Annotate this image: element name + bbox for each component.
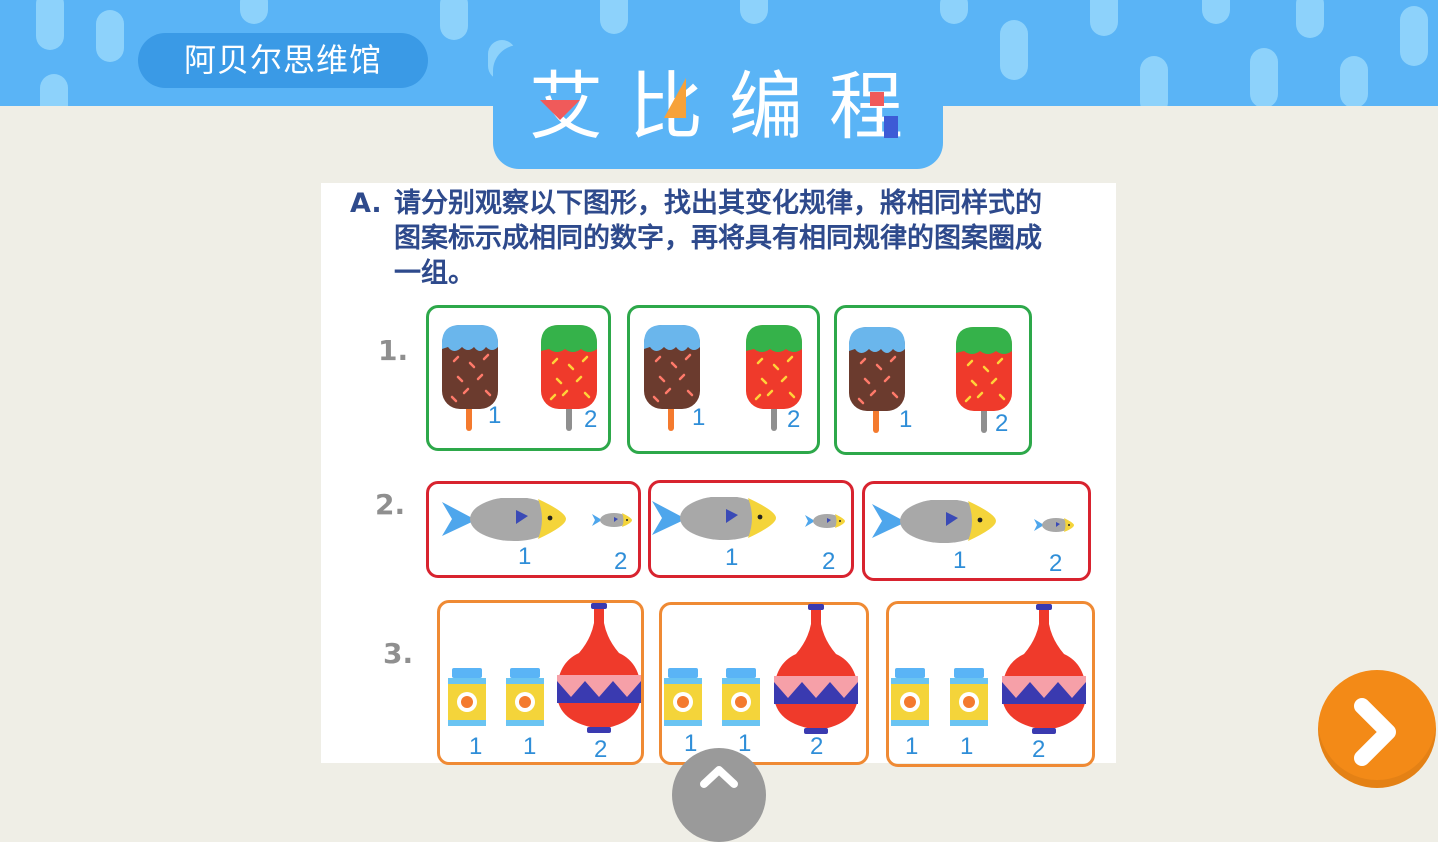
answer-number: 1 — [905, 733, 919, 760]
fish-icon — [805, 514, 845, 528]
bubble-decor — [1296, 0, 1324, 38]
answer-number: 2 — [614, 548, 628, 575]
bubble-decor — [1090, 0, 1118, 36]
vase-icon — [774, 604, 858, 734]
bubble-decor — [96, 10, 124, 62]
answer-number: 2 — [995, 410, 1009, 437]
answer-number: 1 — [692, 404, 706, 431]
group-box[interactable] — [659, 602, 869, 765]
answer-number: 2 — [1032, 736, 1046, 763]
answer-number: 1 — [488, 402, 502, 429]
answer-number: 2 — [810, 733, 824, 760]
title-decor-square — [870, 92, 884, 106]
worksheet — [321, 183, 1116, 763]
chevron-up-icon — [700, 766, 738, 788]
answer-number: 1 — [725, 544, 739, 571]
group-box[interactable] — [862, 481, 1091, 581]
scroll-up-button[interactable] — [672, 748, 766, 842]
bubble-decor — [1250, 48, 1278, 106]
fish-icon — [1034, 518, 1074, 532]
answer-number: 2 — [584, 406, 598, 433]
answer-number: 2 — [594, 736, 608, 763]
group-box[interactable] — [437, 600, 644, 765]
fish-icon — [872, 500, 996, 543]
answer-number: 1 — [960, 733, 974, 760]
answer-number: 1 — [953, 547, 967, 574]
group-box[interactable] — [627, 305, 820, 454]
title-decor-triangle — [540, 100, 580, 120]
title-decor-triangle — [664, 78, 686, 118]
title-banner: 艾比编程 — [493, 45, 943, 169]
answer-number: 1 — [518, 543, 532, 570]
group-box[interactable] — [426, 481, 641, 578]
bubble-decor — [1400, 6, 1428, 66]
group-box[interactable] — [834, 305, 1032, 455]
bubble-decor — [1202, 0, 1230, 24]
bubble-decor — [40, 74, 68, 106]
bubble-decor — [36, 0, 64, 50]
page-title: 艾比编程 — [529, 64, 929, 150]
group-box[interactable] — [648, 480, 854, 578]
vase-icon — [1002, 604, 1086, 734]
brand-label: 阿贝尔思维馆 — [138, 33, 428, 88]
group-box[interactable] — [426, 305, 611, 451]
answer-number: 1 — [899, 406, 913, 433]
bubble-decor — [1140, 56, 1168, 106]
bottle-icon — [891, 668, 929, 726]
answer-number: 2 — [822, 548, 836, 575]
answer-number: 2 — [787, 406, 801, 433]
exercise-letter: A. — [350, 188, 382, 219]
bubble-decor — [740, 0, 768, 24]
next-button[interactable] — [1318, 670, 1436, 788]
answer-number: 2 — [1049, 550, 1063, 577]
bottle-icon — [506, 668, 544, 726]
answer-number: 1 — [523, 733, 537, 760]
group-box[interactable] — [886, 601, 1095, 767]
bottle-icon — [448, 668, 486, 726]
bottle-icon — [722, 668, 760, 726]
bottle-icon — [950, 668, 988, 726]
chevron-right-icon — [1354, 698, 1396, 766]
answer-number: 1 — [469, 733, 483, 760]
answer-number: 1 — [684, 730, 698, 757]
title-decor-square — [884, 116, 898, 138]
answer-number: 1 — [738, 730, 752, 757]
bubble-decor — [1340, 56, 1368, 106]
bubble-decor — [600, 0, 628, 34]
fish-icon — [442, 498, 566, 541]
instruction-text: 请分别观察以下图形，找出其变化规律，將相同样式的图案标示成相同的数字，再将具有相… — [394, 188, 1042, 289]
fish-icon — [592, 513, 632, 527]
bubble-decor — [1000, 20, 1028, 80]
row-label-1: 1. — [378, 334, 409, 367]
row-label-2: 2. — [375, 488, 406, 521]
vase-icon — [557, 603, 641, 733]
row-label-3: 3. — [383, 637, 414, 670]
bubble-decor — [440, 0, 468, 40]
fish-icon — [652, 497, 776, 540]
bubble-decor — [940, 0, 968, 24]
bottle-icon — [664, 668, 702, 726]
bubble-decor — [240, 0, 268, 24]
